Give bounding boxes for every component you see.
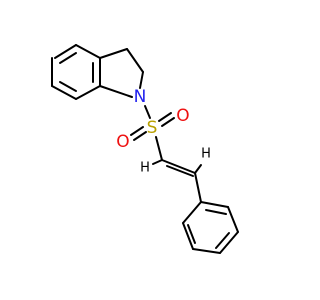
bond-ph4 <box>192 248 221 254</box>
atoms-group: N S O O H H <box>116 87 211 176</box>
atom-oxygen-right: O <box>176 106 189 126</box>
bond-ar1 <box>54 44 77 59</box>
bond-ar-inner1 <box>59 52 77 64</box>
bond-ph5 <box>182 222 194 250</box>
bond-vinyl-ph <box>194 172 202 203</box>
atom-sulfur: S <box>147 118 158 138</box>
bond-s-o-right-a <box>158 112 172 122</box>
bond-c2-c1 <box>126 48 144 73</box>
bond-vinyl-b <box>166 165 194 177</box>
bond-ph2 <box>227 206 239 233</box>
bond-s-o-right-b <box>161 117 175 127</box>
bond-s-o-left-b <box>133 131 147 141</box>
atom-oxygen-left: O <box>116 132 129 152</box>
structure-diagram: N S O O H H <box>51 44 239 254</box>
bond-s-o-left-a <box>130 126 144 136</box>
bond-ar5 <box>51 85 77 100</box>
bond-c3-c2 <box>99 48 128 59</box>
bond-ar-inner3 <box>59 81 77 92</box>
bond-ar2 <box>75 44 101 59</box>
bond-ph-inner2 <box>215 232 230 249</box>
molecule-canvas: N S O O H H <box>51 44 239 254</box>
bonds-group <box>51 44 239 254</box>
bond-c1-n <box>139 71 144 89</box>
bond-n-s <box>144 105 151 119</box>
bond-vinyl-a <box>161 159 196 174</box>
bond-ph1 <box>200 201 229 208</box>
bond-c-h1 <box>152 159 163 165</box>
bond-ph-inner1 <box>205 209 227 215</box>
atom-hydrogen-left: H <box>140 161 150 176</box>
bond-s-c-vinyl <box>155 136 163 161</box>
bond-ph-inner3 <box>187 224 196 244</box>
atom-hydrogen-right: H <box>201 147 211 162</box>
bond-ph6 <box>182 201 202 224</box>
atom-nitrogen: N <box>134 87 147 107</box>
bond-c-h2 <box>194 164 202 174</box>
bond-ph3 <box>219 231 239 254</box>
bond-ar4 <box>75 85 101 100</box>
bond-n-c7a <box>99 85 133 98</box>
